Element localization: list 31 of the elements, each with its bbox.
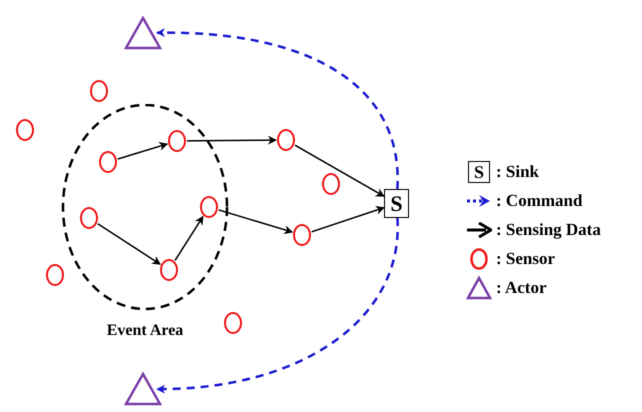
sensor-circle bbox=[160, 259, 178, 281]
actor-triangle bbox=[124, 372, 162, 406]
sensor-circle bbox=[322, 173, 340, 195]
command-arrow bbox=[156, 218, 399, 394]
actor-triangle bbox=[124, 16, 162, 50]
sensor-circle bbox=[99, 151, 117, 173]
sensor-circle bbox=[200, 196, 218, 218]
sensor-circle bbox=[80, 207, 98, 229]
sensor-circle bbox=[16, 119, 34, 141]
sensor-circle bbox=[46, 264, 64, 286]
data-arrow bbox=[187, 136, 277, 145]
data-arrow bbox=[311, 206, 385, 232]
sink-symbol: S bbox=[468, 161, 490, 183]
legend-text: : Sensing Data bbox=[496, 220, 601, 240]
sensor-circle bbox=[277, 129, 295, 151]
sensor-circle bbox=[224, 312, 242, 334]
legend-text: : Sensor bbox=[496, 249, 556, 269]
data-arrow bbox=[117, 142, 168, 160]
sensor-circle bbox=[90, 80, 108, 102]
sensor-circle bbox=[168, 130, 186, 152]
sink-box: S bbox=[384, 189, 409, 218]
sensor-circle bbox=[293, 224, 311, 246]
data-arrow bbox=[174, 216, 204, 261]
data-arrow bbox=[218, 209, 294, 234]
legend-text: : Sink bbox=[496, 162, 539, 182]
command-arrow bbox=[156, 28, 399, 190]
legend-text: : Command bbox=[496, 191, 582, 211]
data-arrow bbox=[294, 144, 385, 197]
area-label: Event Area bbox=[106, 322, 184, 340]
legend-text: : Actor bbox=[496, 278, 547, 298]
data-arrow bbox=[97, 223, 161, 265]
